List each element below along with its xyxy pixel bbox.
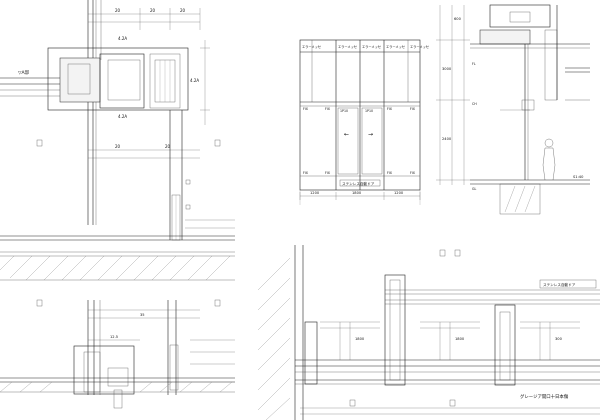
plan-dim-1: 1800: [355, 337, 365, 341]
section-dim-3: 600: [454, 17, 462, 21]
dim-mid-2: 20: [165, 144, 171, 149]
plan-dim-3: 300: [555, 337, 563, 341]
label-4-2a-bottom: 4.2A: [118, 114, 127, 119]
detail-b-label-2: 35: [140, 313, 145, 317]
arrow-left: ←: [344, 131, 349, 138]
sheet-caption: グレージア開口十日本傷: [520, 393, 569, 400]
elev-top-label-5: エラーメッセ: [410, 44, 429, 49]
section-dim-2: 2400: [442, 137, 452, 141]
fix-mark-8: FIX: [410, 171, 416, 175]
elev-dim-3: 1200: [394, 191, 404, 195]
elev-top-label-1: エラーメッセ: [302, 44, 321, 49]
dim-top-2: 20: [150, 8, 156, 13]
plan-view: ステンレス自動ドア 1800 1800 300 グレージア開口十日本傷: [257, 245, 600, 420]
door-mark-right: 1P10: [365, 109, 373, 113]
detail-b-label-1: 12.5: [110, 335, 118, 339]
elev-top-label-4: エラーメッセ: [386, 44, 405, 49]
person-figure: [542, 138, 556, 181]
elevation-view: ← → エラーメッセ エラーメッセ エラーメッセ エラーメッセ エラーメッセ F…: [299, 39, 429, 205]
level-mark-fl: FL: [472, 62, 476, 66]
section-dim-1: 3000: [442, 67, 452, 71]
level-mark-gl: GL: [472, 187, 476, 191]
level-mark-ch: CH: [472, 102, 477, 106]
fix-mark-1: FIX: [303, 107, 309, 111]
arrow-right: →: [368, 131, 373, 138]
slab-hatch-a: [0, 255, 235, 281]
fix-mark-4: FIX: [410, 107, 416, 111]
fix-mark-5: FIX: [303, 171, 309, 175]
elev-dim-2: 1800: [352, 191, 362, 195]
detail-a-callout: ▽A邸: [18, 69, 30, 76]
detail-a-section: 20 20 20 ▽A邸 4.2A 4.2A 4.2A 20 20: [0, 0, 235, 253]
plan-dim-2: 1800: [455, 337, 465, 341]
fix-mark-6: FIX: [325, 171, 331, 175]
elev-door-label: ステンレス自動ドア: [342, 181, 375, 186]
section-view: 3000 2400 600 S1:40 FL CH GL: [436, 4, 590, 215]
detail-b-section: 12.5 35: [0, 299, 235, 409]
section-scale-note: S1:40: [573, 175, 584, 179]
fix-mark-7: FIX: [387, 171, 393, 175]
plan-door-label: ステンレス自動ドア: [543, 282, 576, 287]
label-4-2a-top: 4.2A: [118, 36, 127, 41]
dim-mid-1: 20: [115, 144, 121, 149]
elev-top-label-2: エラーメッセ: [338, 44, 357, 49]
label-4-2a-side: 4.2A: [190, 78, 199, 83]
fix-mark-3: FIX: [387, 107, 393, 111]
dim-top-3: 20: [180, 8, 186, 13]
fix-mark-2: FIX: [325, 107, 331, 111]
elev-dim-1: 1200: [310, 191, 320, 195]
elev-top-label-3: エラーメッセ: [362, 44, 381, 49]
dim-top-1: 20: [115, 8, 121, 13]
reference-marks: [185, 179, 461, 257]
door-mark-left: 1P10: [340, 109, 348, 113]
